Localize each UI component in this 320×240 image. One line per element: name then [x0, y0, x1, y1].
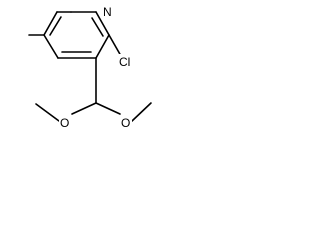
bond-c5-c6 [43, 11, 58, 36]
bond-c2-cl [108, 34, 122, 57]
nitrogen-atom-label: N [103, 5, 112, 19]
bond-n1-c2-inner [91, 17, 104, 37]
bond-o-right-methyl [131, 102, 152, 122]
bond-o-left-methyl [35, 103, 60, 122]
bond-acetal-o-left [71, 102, 97, 115]
bond-c5-c6-inner [49, 16, 62, 36]
oxygen-right-atom-label: O [121, 116, 130, 130]
chemical-structure: N Cl O O [28, 4, 152, 131]
bond-c4-c5 [43, 34, 59, 59]
pyridine-ring [43, 11, 110, 59]
bond-c2-c3 [95, 34, 110, 59]
atom-labels: N Cl O O [59, 4, 136, 131]
oxygen-left-atom-label: O [60, 116, 69, 130]
bond-n1-c2 [95, 11, 110, 36]
bond-acetal-o-right [95, 102, 121, 115]
substituents [28, 34, 152, 122]
chlorine-atom-label: Cl [119, 55, 130, 69]
